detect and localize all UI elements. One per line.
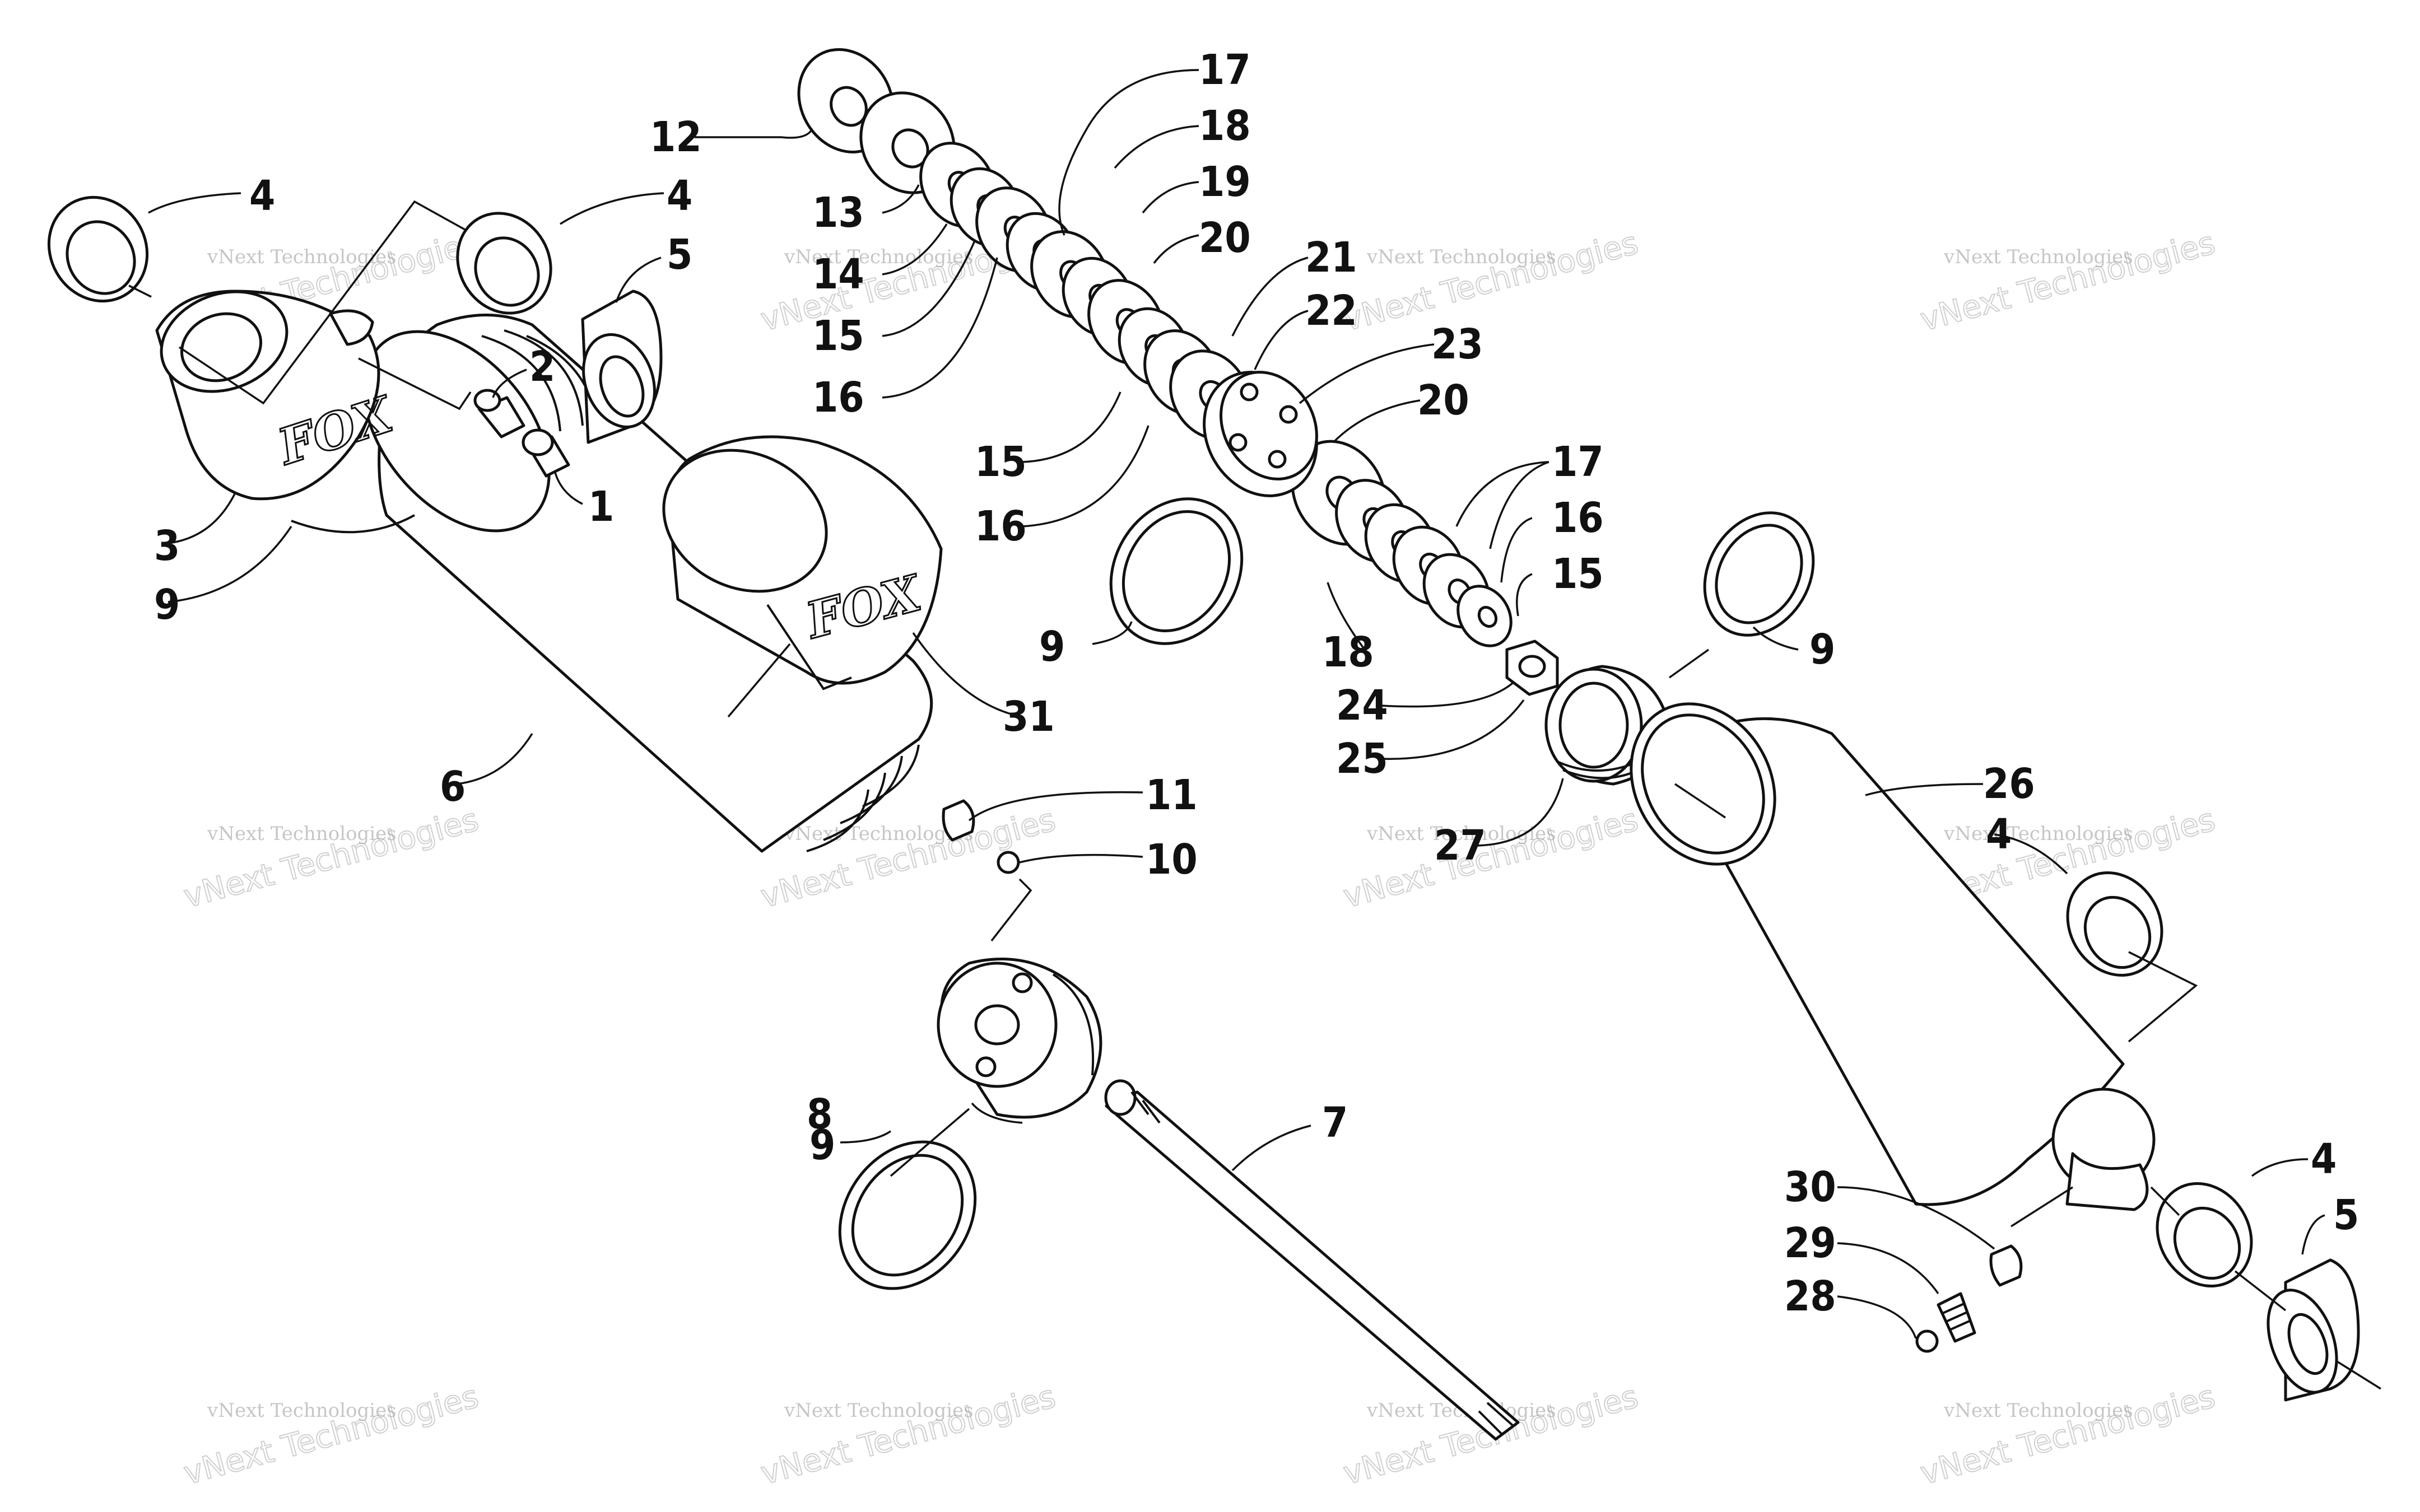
fitting-1 — [522, 428, 570, 478]
callout-4d: 4 — [2311, 1135, 2337, 1183]
watermark-text: vNext Technologies — [207, 823, 397, 845]
valve-disc — [1456, 585, 1513, 647]
callout-15a: 15 — [812, 312, 864, 360]
fitting-2 — [473, 389, 525, 438]
callout-4a: 4 — [249, 172, 275, 220]
watermark-outline: vNext Technologies — [1916, 1378, 2219, 1492]
watermark-text: vNext Technologies — [1366, 246, 1556, 268]
callout-5b: 5 — [2333, 1191, 2359, 1239]
callout-3: 3 — [154, 522, 180, 570]
callout-22: 22 — [1305, 287, 1357, 335]
o-ring-9-center — [1109, 497, 1244, 645]
o-ring-9a-shape — [291, 514, 415, 534]
callout-29: 29 — [1784, 1219, 1836, 1267]
body-eye-3: FOX — [155, 290, 402, 501]
callout-28: 28 — [1784, 1272, 1836, 1320]
watermark-text: vNext Technologies — [1943, 1399, 2133, 1422]
plug-11 — [942, 799, 975, 842]
callout-17b: 17 — [1552, 438, 1604, 486]
piston-nut-23 — [1203, 371, 1318, 497]
watermark-outline: vNext Technologies — [180, 801, 482, 915]
watermark-text: vNext Technologies — [207, 1399, 397, 1422]
shock-body-26 — [1630, 702, 2156, 1211]
callout-9-lower: 9 — [809, 1121, 835, 1169]
shock-body-6 — [362, 314, 933, 853]
callout-12: 12 — [650, 113, 702, 161]
sleeve-5-top — [581, 290, 663, 444]
callout-labels: 12 4 4 5 2 1 3 9 9 6 8 9 7 11 10 31 9 17… — [154, 46, 2359, 1320]
callout-26: 26 — [1983, 760, 2035, 808]
watermark-text: vNext Technologies — [784, 823, 974, 845]
callout-16b: 16 — [975, 502, 1027, 550]
callout-16c: 16 — [1552, 494, 1604, 542]
callout-19: 19 — [1199, 158, 1251, 206]
watermark-outline: vNext Technologies — [757, 1378, 1059, 1492]
callout-24: 24 — [1336, 682, 1388, 730]
callout-15c: 15 — [1552, 550, 1604, 598]
watermark-outline: vNext Technologies — [1916, 225, 2219, 338]
callout-6: 6 — [440, 763, 466, 811]
callout-1: 1 — [588, 483, 614, 531]
callout-16a: 16 — [812, 374, 864, 422]
callout-9-right: 9 — [1809, 626, 1835, 674]
callout-5a: 5 — [667, 231, 692, 279]
nut-24 — [1505, 640, 1559, 696]
watermark-outline: vNext Technologies — [1339, 801, 1642, 915]
watermark-text: vNext Technologies — [207, 246, 397, 268]
shaft-7 — [1104, 1079, 1520, 1441]
callout-14: 14 — [812, 250, 864, 298]
sleeve-5-right — [2267, 1258, 2360, 1402]
callout-8: 8 — [807, 1090, 832, 1138]
callout-18b: 18 — [1322, 628, 1374, 676]
watermark-outline: vNext Technologies — [180, 1378, 482, 1492]
callout-9-left: 9 — [154, 581, 180, 629]
callout-20a: 20 — [1199, 214, 1251, 262]
reservoir-cap-31: FOX — [662, 435, 943, 690]
valve-stack — [919, 142, 1513, 647]
callout-13: 13 — [812, 189, 864, 237]
watermark-text: vNext Technologies — [784, 246, 974, 268]
callout-2: 2 — [529, 343, 555, 391]
callout-25: 25 — [1336, 735, 1388, 783]
bushing-4-right-upper — [2066, 871, 2163, 977]
callout-4c: 4 — [1986, 810, 2012, 858]
callout-31: 31 — [1003, 693, 1055, 741]
o-ring-9-lower — [838, 1140, 977, 1290]
bushing-4-left — [47, 195, 149, 303]
callout-17a: 17 — [1199, 46, 1251, 94]
callout-9-center: 9 — [1039, 623, 1065, 671]
callout-15b: 15 — [975, 438, 1027, 486]
callout-11: 11 — [1146, 771, 1198, 819]
piston-8 — [937, 958, 1102, 1119]
callout-10: 10 — [1146, 836, 1198, 884]
callout-20b: 20 — [1417, 376, 1469, 424]
bushing-4-top — [456, 212, 552, 315]
callout-7: 7 — [1322, 1099, 1348, 1147]
callout-4b: 4 — [667, 172, 692, 220]
ball-10 — [997, 851, 1020, 874]
ball-28 — [1915, 1329, 1939, 1353]
watermark-outline: vNext Technologies — [1339, 225, 1642, 338]
bushing-4-right-lower — [2156, 1182, 2253, 1287]
callout-23: 23 — [1431, 320, 1483, 368]
callout-21: 21 — [1305, 234, 1357, 282]
callout-18a: 18 — [1199, 102, 1251, 150]
watermark-text: vNext Technologies — [784, 1399, 974, 1422]
watermark-text: vNext Technologies — [1943, 823, 2133, 845]
leader-lines — [128, 69, 2381, 1390]
callout-30: 30 — [1784, 1163, 1836, 1211]
callout-27: 27 — [1434, 822, 1486, 870]
o-ring-9-right — [1703, 511, 1815, 637]
plug-30 — [1989, 1244, 2023, 1287]
screw-29 — [1937, 1292, 1976, 1343]
watermark-text: vNext Technologies — [1943, 246, 2133, 268]
